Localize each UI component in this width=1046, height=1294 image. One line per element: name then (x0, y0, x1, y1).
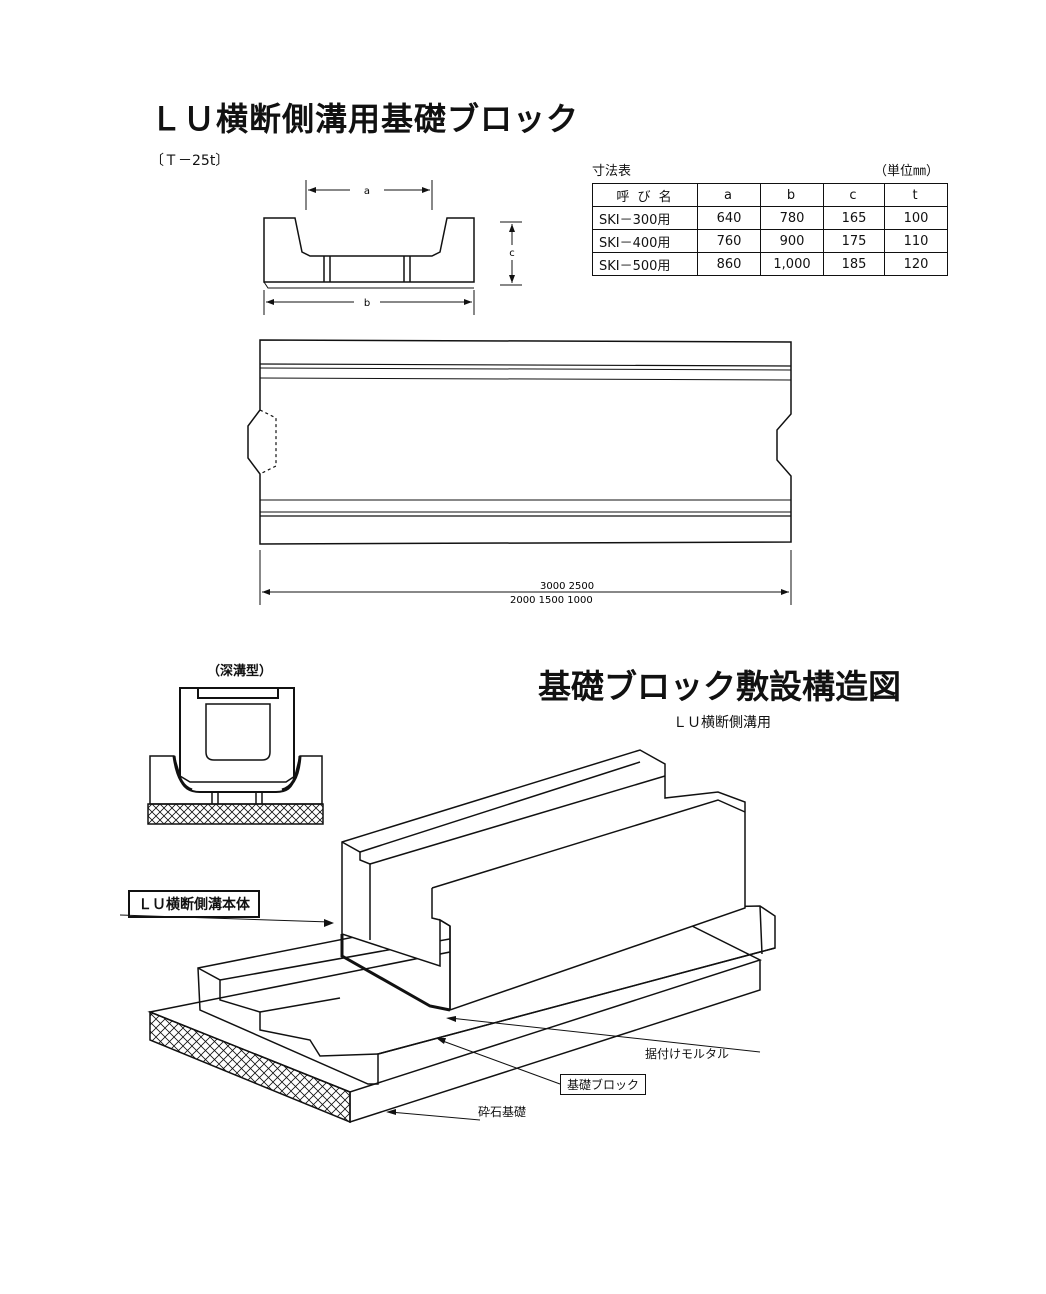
table-cell: 100 (884, 206, 948, 230)
table-cell: 780 (760, 206, 824, 230)
dimension-table: 呼 び 名 a b c t SKI－300用 640 780 165 100 S… (592, 183, 948, 276)
table-header-row: 呼 び 名 a b c t (592, 183, 948, 207)
gravel-base-label: 砕石基礎 (478, 1105, 527, 1119)
table-row: SKI－500用 860 1,000 185 120 (592, 252, 948, 276)
isometric-structure-drawing (120, 749, 776, 1124)
length-label-1: 3000 2500 (540, 581, 594, 592)
table-cell: 1,000 (760, 252, 824, 276)
load-class-label: 〔Ｔ－25t〕 (150, 153, 230, 169)
table-cell: SKI－300用 (592, 206, 698, 230)
table-cell: 185 (823, 252, 885, 276)
table-row: SKI－300用 640 780 165 100 (592, 206, 948, 230)
foundation-block-label: 基礎ブロック (560, 1074, 647, 1095)
table-unit: （単位㎜） (874, 164, 940, 179)
header-a: a (697, 183, 761, 207)
dim-b-label: b (364, 298, 370, 309)
header-t: t (884, 183, 948, 207)
length-label-2: 2000 1500 1000 (510, 595, 593, 606)
table-cell: SKI－400用 (592, 229, 698, 253)
gravel-front (149, 1010, 351, 1124)
header-c: c (823, 183, 885, 207)
table-cell: 120 (884, 252, 948, 276)
plan-outline (247, 339, 792, 545)
deep-type-drawing (147, 687, 324, 825)
channel-body (341, 749, 746, 1012)
plan-view-drawing: 3000 2500 2000 1500 1000 (247, 339, 792, 606)
table-row: SKI－400用 760 900 175 110 (592, 229, 948, 253)
table-cell: 860 (697, 252, 761, 276)
mortar-label: 据付けモルタル (645, 1047, 730, 1061)
cross-section-drawing: a b c (263, 180, 522, 315)
channel-body-label: ＬＵ横断側溝本体 (128, 890, 260, 918)
table-cell: SKI－500用 (592, 252, 698, 276)
table-cell: 175 (823, 229, 885, 253)
table-cell: 640 (697, 206, 761, 230)
structure-title: 基礎ブロック敷設構造図 (538, 667, 901, 706)
dim-a-label: a (364, 186, 370, 197)
block-section-outline (263, 217, 475, 283)
table-cell: 165 (823, 206, 885, 230)
gravel-side (349, 960, 761, 1124)
header-b: b (760, 183, 824, 207)
table-cell: 760 (697, 229, 761, 253)
header-name: 呼 び 名 (592, 183, 698, 207)
table-cell: 900 (760, 229, 824, 253)
page-title: ＬＵ横断側溝用基礎ブロック (150, 100, 580, 138)
table-cell: 110 (884, 229, 948, 253)
table-caption: 寸法表 (592, 164, 632, 179)
deep-type-label: （深溝型） (207, 664, 273, 679)
dim-c-label: c (509, 248, 515, 259)
structure-subtitle: ＬＵ横断側溝用 (673, 715, 771, 731)
